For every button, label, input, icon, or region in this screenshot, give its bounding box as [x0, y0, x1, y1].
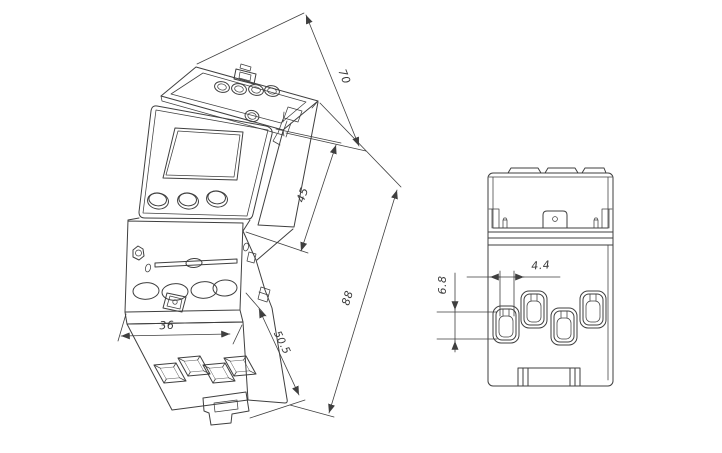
hex-screw-bore — [135, 249, 142, 257]
top-terminal-screws — [213, 79, 281, 99]
terminal-socket — [153, 362, 187, 384]
terminal-shelf — [124, 217, 257, 325]
bottom-view: 4.4 6.8 — [436, 167, 614, 387]
dimension-width-label: 36 — [159, 319, 174, 333]
dimension-front-height: 45 — [245, 128, 342, 254]
din-rail-clip — [202, 391, 250, 426]
din-slot-recess — [517, 367, 581, 387]
right-tab — [246, 251, 257, 264]
guide-pins — [502, 217, 599, 229]
terminal-socket — [223, 355, 257, 377]
bottom-view-housing — [487, 167, 614, 387]
dimension-terminal-offset-label: 4.4 — [531, 258, 551, 272]
isometric-view: 70 45 88 50.5 36 — [117, 12, 402, 426]
housing-top-tabs — [507, 167, 607, 174]
slot-finger-notch — [185, 257, 203, 269]
terminal-socket — [202, 362, 236, 384]
dimension-terminal-height: 6.8 — [436, 272, 498, 353]
dimension-terminal-offset: 4.4 — [466, 258, 561, 317]
dimension-lower-depth-label: 50.5 — [271, 329, 293, 356]
dimension-top-depth: 70 — [196, 12, 367, 152]
corner-posts — [488, 208, 613, 229]
terminal-sockets — [492, 290, 607, 346]
top-clip-tab — [233, 63, 257, 85]
lower-terminal-block — [126, 321, 257, 426]
control-buttons — [145, 189, 230, 211]
small-pin-right — [242, 242, 250, 252]
dimension-terminal-height-label: 6.8 — [436, 276, 449, 295]
dimension-lower-depth: 50.5 — [245, 292, 306, 419]
corner-terminal-detail — [272, 106, 303, 146]
terminal-screw-square — [162, 292, 187, 313]
dimension-overall-height-label: 88 — [339, 289, 356, 307]
dimension-overall-height: 88 — [289, 102, 402, 418]
dimension-width: 36 — [117, 313, 243, 345]
lcd-display — [162, 127, 244, 181]
front-panel — [138, 105, 273, 220]
center-clip-tab — [542, 210, 568, 229]
wire-holes — [132, 279, 238, 301]
hex-screw — [132, 245, 145, 261]
small-pin-left — [144, 263, 152, 273]
side-mounting-tab — [257, 286, 271, 303]
dimension-top-depth-label: 70 — [335, 67, 353, 86]
label-slot — [154, 258, 238, 268]
dimension-front-height-label: 45 — [294, 186, 311, 204]
led-indicator — [244, 109, 260, 123]
